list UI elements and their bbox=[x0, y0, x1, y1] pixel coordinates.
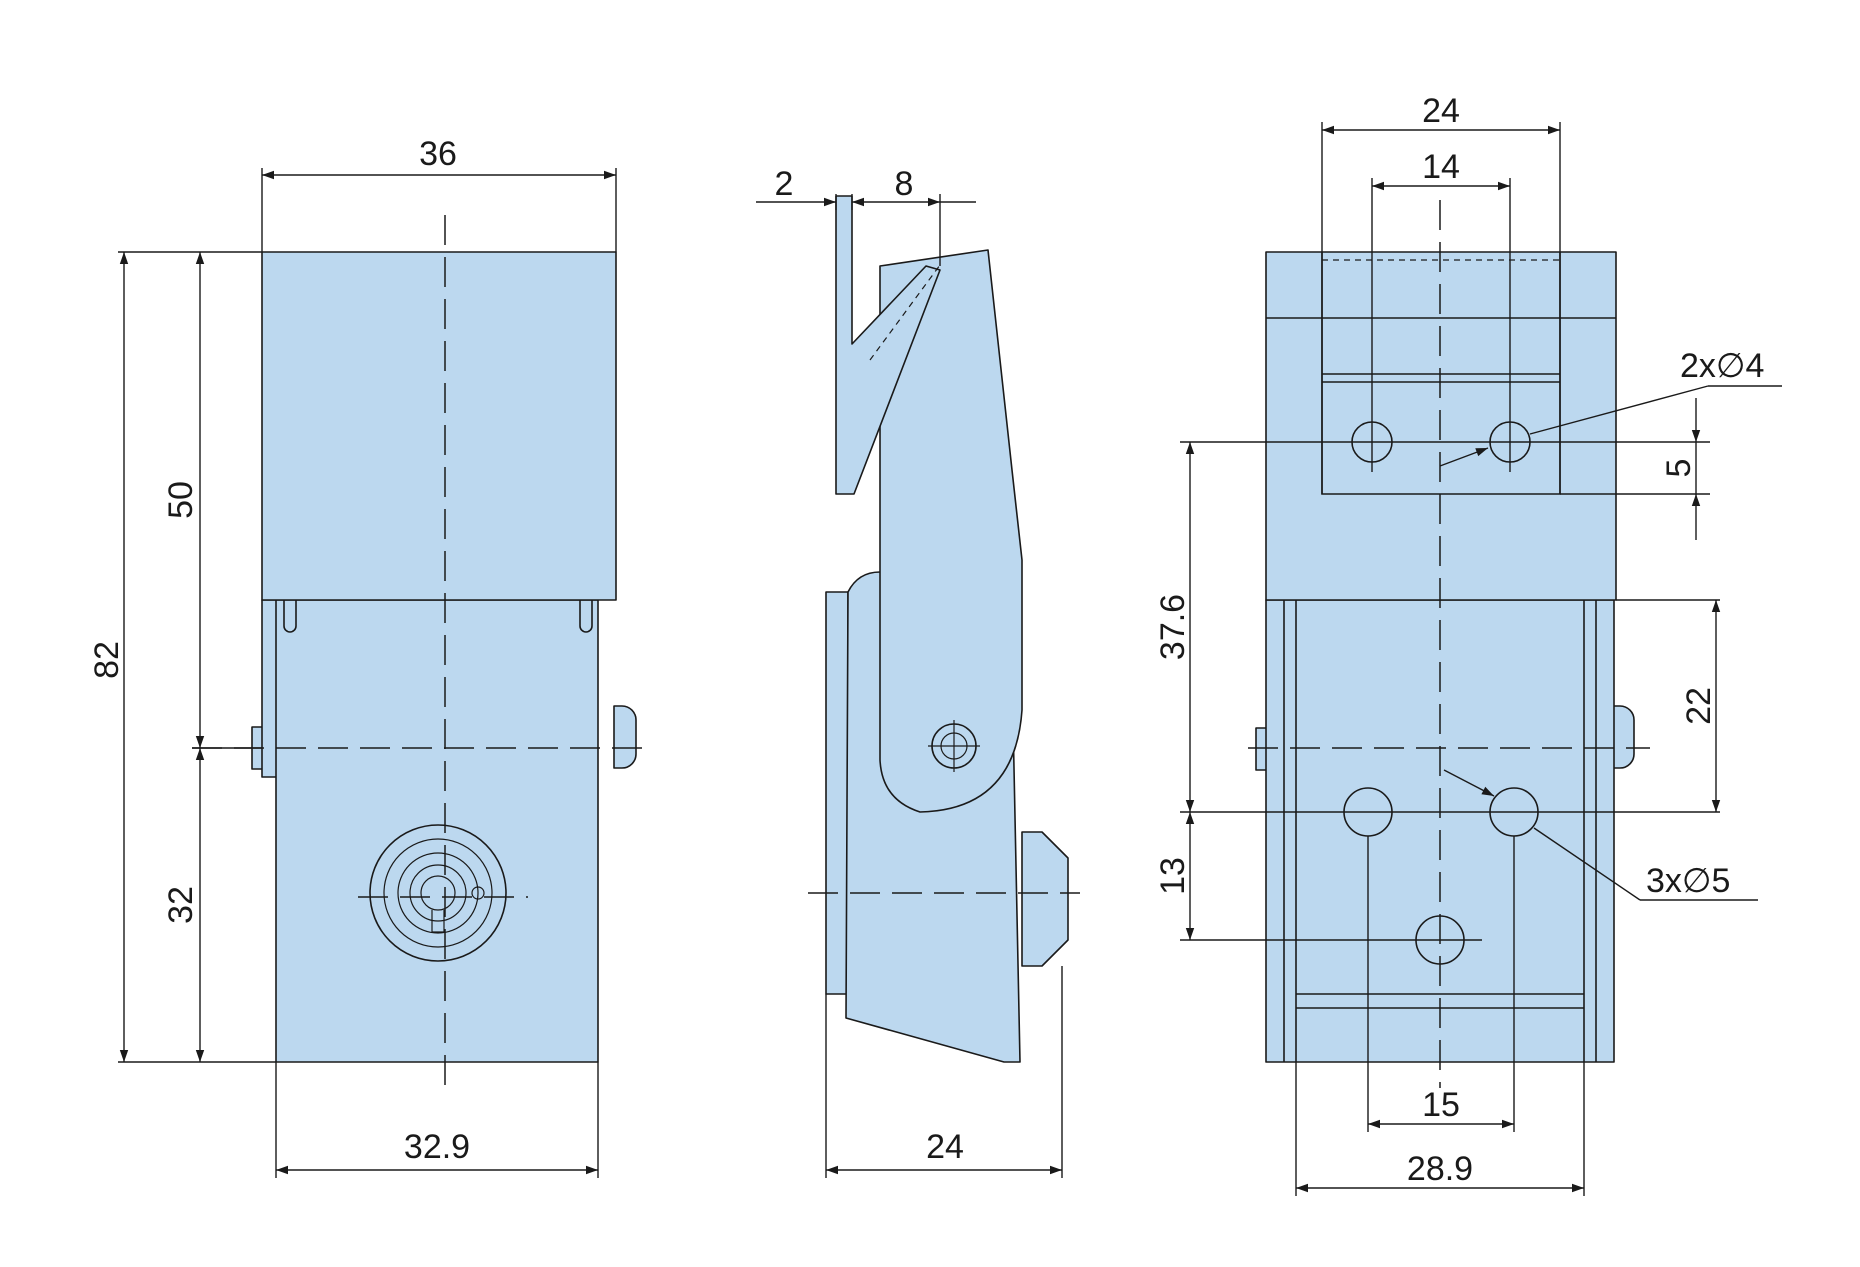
lock-cylinder bbox=[369, 824, 507, 962]
hinge-tab-left bbox=[283, 600, 297, 633]
dim-width-top: 36 bbox=[419, 135, 457, 173]
side-latch-arm bbox=[879, 249, 1023, 813]
dim-depth: 24 bbox=[926, 1128, 964, 1166]
dim-large-holes-label: 3x∅5 bbox=[1646, 862, 1730, 900]
side-lock-knob bbox=[1021, 831, 1069, 967]
dim-height-lower: 32 bbox=[162, 886, 200, 924]
back-upper-cover bbox=[1265, 251, 1617, 601]
side-pivot bbox=[928, 720, 980, 772]
dim-thickness: 2 bbox=[775, 165, 794, 203]
right-pivot-pin bbox=[613, 705, 637, 769]
dim-back-width-top: 24 bbox=[1422, 92, 1460, 130]
side-hidden-edge bbox=[869, 264, 941, 361]
side-base-plate bbox=[825, 591, 849, 995]
dim-hole-spacing-bottom: 15 bbox=[1422, 1086, 1460, 1124]
dim-back-width-bottom: 28.9 bbox=[1407, 1150, 1473, 1188]
dim-height-upper: 50 bbox=[162, 481, 200, 519]
back-view: 24 14 2x∅4 5 37.6 22 13 3x∅5 bbox=[1154, 92, 1782, 1196]
hinge-tab-right bbox=[579, 600, 593, 633]
side-view: 2 8 24 bbox=[756, 165, 1080, 1178]
front-view: 36 82 50 32 32.9 bbox=[88, 135, 650, 1178]
dim-width-bottom: 32.9 bbox=[404, 1128, 470, 1166]
dim-hole-spacing-top: 14 bbox=[1422, 148, 1460, 186]
side-hook bbox=[835, 195, 941, 495]
dim-height-total: 82 bbox=[88, 641, 126, 679]
dim-height-13: 13 bbox=[1154, 857, 1192, 895]
dim-small-hole-offset: 5 bbox=[1660, 459, 1698, 478]
dim-height-22: 22 bbox=[1680, 687, 1718, 725]
dim-height-37-6: 37.6 bbox=[1154, 594, 1192, 660]
latch-cover bbox=[261, 251, 617, 601]
back-right-pivot-pin bbox=[1611, 705, 1635, 769]
dim-offset: 8 bbox=[895, 165, 914, 203]
dim-small-holes-label: 2x∅4 bbox=[1680, 347, 1764, 385]
